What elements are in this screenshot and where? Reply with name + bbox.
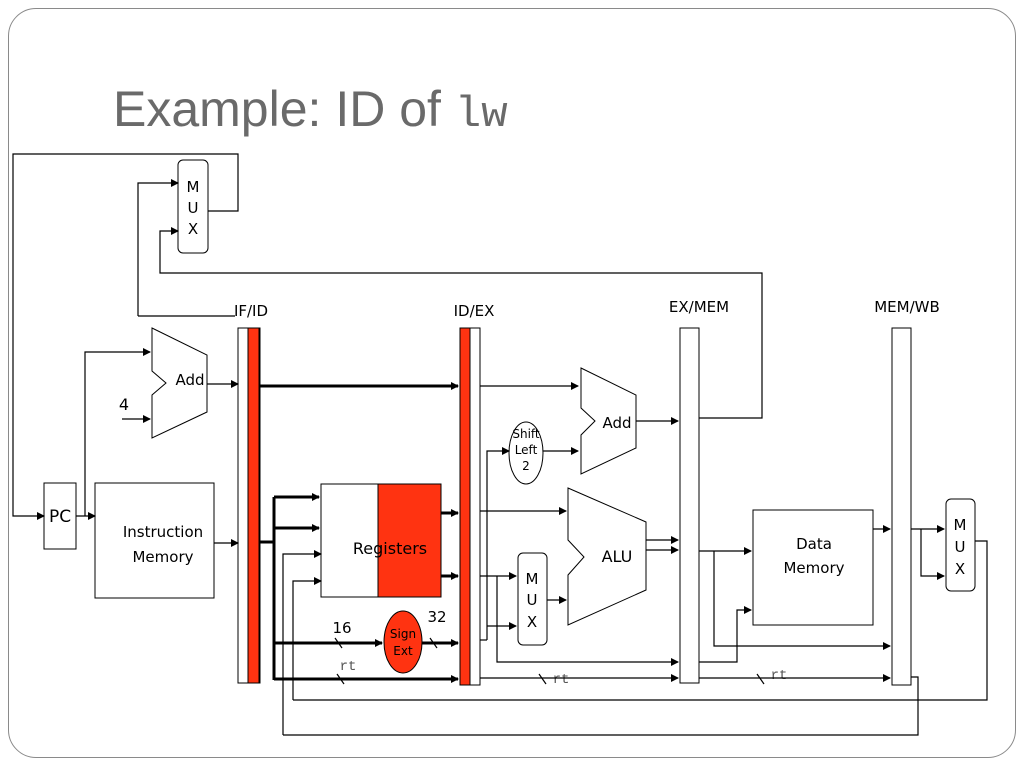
data-memory-line2: Memory <box>783 559 844 577</box>
mux-letter: X <box>188 220 198 238</box>
id-ex-label: ID/EX <box>454 302 495 320</box>
registers-label: Registers <box>353 539 427 558</box>
rt-label-mem: rt <box>771 668 788 684</box>
pc-source-mux: M U X <box>177 159 209 254</box>
alu-label: ALU <box>602 547 633 566</box>
mux-letter: M <box>954 516 967 534</box>
rt-label-id: rt <box>340 659 357 675</box>
add-ex-label: Add <box>602 414 631 432</box>
sign-extend-unit: Sign Ext <box>383 610 423 674</box>
mux-letter: U <box>527 591 538 609</box>
if-adder: Add <box>151 327 208 439</box>
instruction-memory: Instruction Memory <box>94 482 215 599</box>
pc-register: PC <box>43 482 77 550</box>
title-text: Example: ID of <box>113 81 455 137</box>
data-memory: Data Memory <box>752 509 874 626</box>
mux-letter: U <box>955 538 966 556</box>
mem-wb-register: MEM/WB <box>874 298 940 686</box>
add-if-label: Add <box>175 371 204 389</box>
slide-title: Example: ID of lw <box>113 80 508 140</box>
bits-in-label: 16 <box>332 619 351 637</box>
if-id-label: IF/ID <box>234 302 268 320</box>
mux-letter: M <box>187 178 200 196</box>
data-memory-line1: Data <box>796 535 832 553</box>
alu-source-mux: M U X <box>517 552 548 646</box>
instruction-memory-line1: Instruction <box>123 523 203 541</box>
register-file: Registers <box>320 483 442 598</box>
sign-ext-line2: Ext <box>393 644 413 658</box>
alu: ALU <box>567 487 647 626</box>
mux-letter: M <box>526 570 539 588</box>
id-ex-register: ID/EX <box>454 302 495 686</box>
instruction-memory-line2: Memory <box>132 548 193 566</box>
mux-letter: X <box>527 613 537 631</box>
title-code: lw <box>454 90 508 140</box>
ex-mem-label: EX/MEM <box>669 298 729 316</box>
slide-frame <box>8 8 1016 758</box>
shift-left-line3: 2 <box>522 459 530 473</box>
ex-mem-register: EX/MEM <box>669 298 729 684</box>
shift-left-line2: Left <box>515 443 538 457</box>
if-id-register: IF/ID <box>234 302 268 684</box>
mux-letter: X <box>955 560 965 578</box>
pc-label: PC <box>49 507 71 527</box>
ex-adder: Add <box>580 367 637 475</box>
sign-ext-line1: Sign <box>390 627 416 641</box>
shift-left-unit: Shift Left 2 <box>508 421 544 485</box>
mux-letter: U <box>188 199 199 217</box>
constant-four: 4 <box>119 395 129 414</box>
rt-label-ex: rt <box>553 672 570 688</box>
bits-out-label: 32 <box>427 608 446 626</box>
shift-left-line1: Shift <box>512 427 540 441</box>
datapath-wires <box>12 153 988 736</box>
writeback-mux: M U X <box>945 498 976 592</box>
mem-wb-label: MEM/WB <box>874 298 940 316</box>
